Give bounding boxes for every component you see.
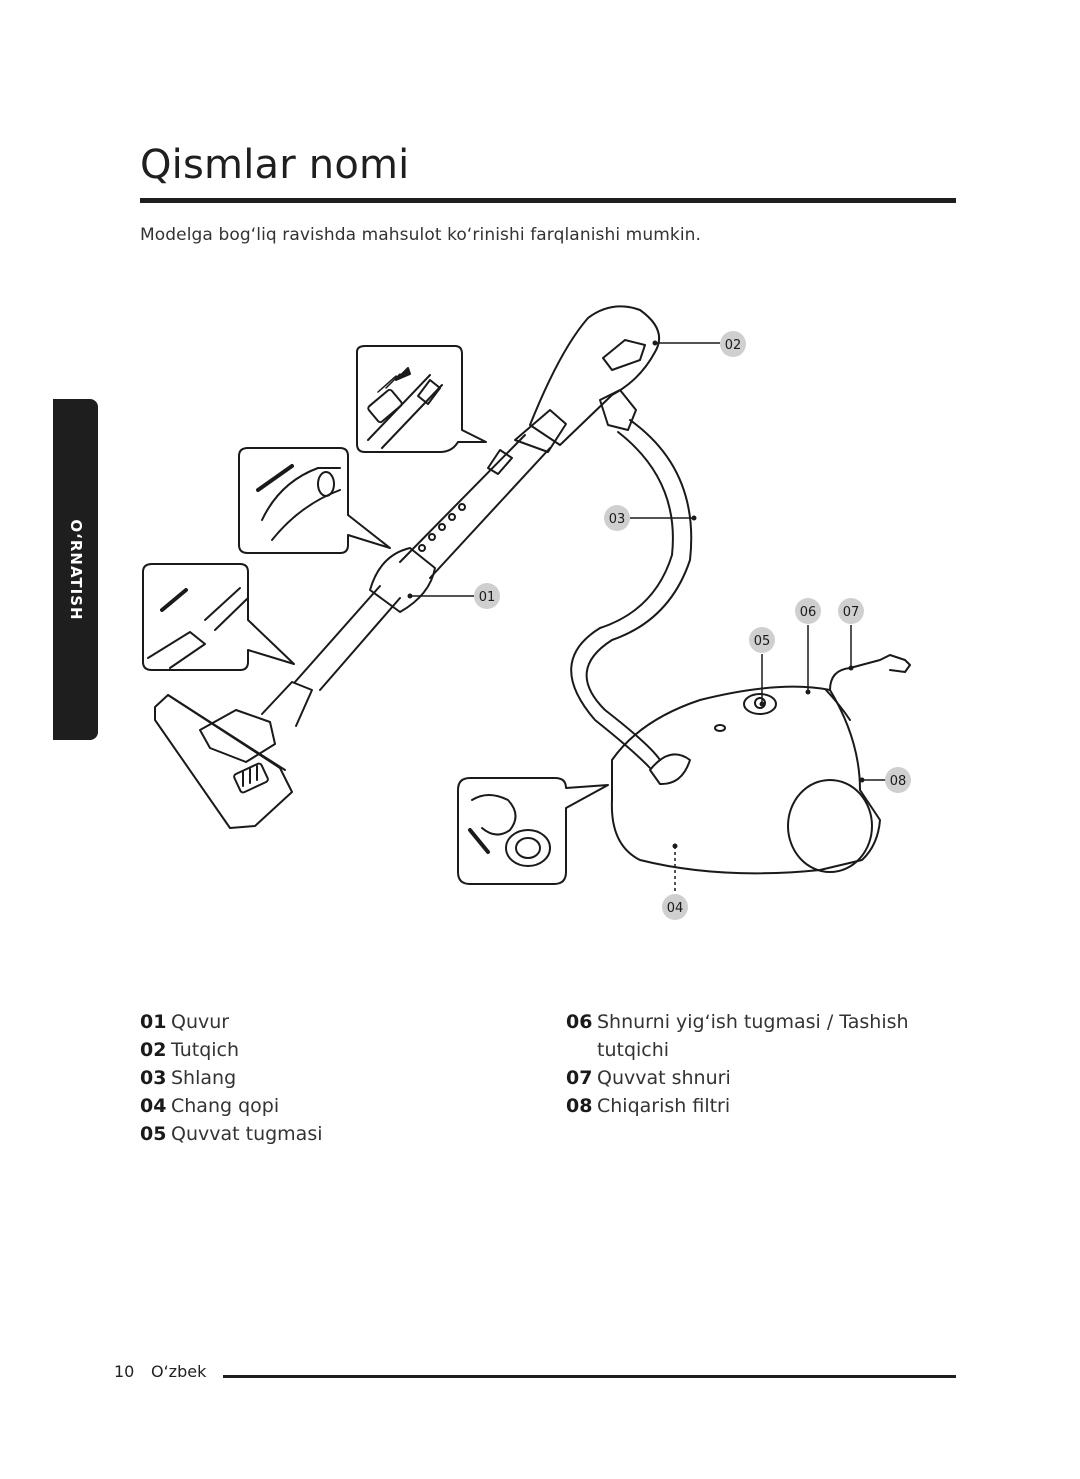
callout-06: 06 [795,598,821,624]
svg-text:02: 02 [725,338,742,353]
footer-language: O‘zbek [151,1362,207,1381]
legend-label: Shnurni yig‘ish tugmasi / Tashish tutqic… [597,1011,909,1061]
tube-illustration [294,409,567,691]
callout-02: 02 [720,331,746,357]
callout-05: 05 [749,627,775,653]
legend-number: 07 [566,1067,593,1089]
floor-brush-illustration [154,681,313,829]
footer-divider [223,1375,956,1378]
legend-item: 05 Quvvat tugmasi [140,1120,520,1148]
inset-tube-detail [238,447,391,554]
legend-number: 05 [140,1123,167,1145]
callout-01: 01 [474,583,500,609]
callout-04: 04 [662,894,688,920]
parts-legend-left: 01 Quvur 02 Tutqich 03 Shlang 04 Chang q… [140,1008,520,1148]
inset-handle-detail [356,345,487,453]
legend-label: Tutqich [171,1039,240,1061]
svg-text:06: 06 [800,605,817,620]
svg-text:07: 07 [843,605,860,620]
handle-illustration [529,305,660,446]
legend-item: 07 Quvvat shnuri [566,1064,956,1092]
vacuum-cleaner-diagram: 01 02 03 04 05 06 07 08 [142,305,911,920]
legend-item: 04 Chang qopi [140,1092,520,1120]
legend-label: Chiqarish filtri [597,1095,731,1117]
legend-item: 06 Shnurni yig‘ish tugmasi / Tashish tut… [566,1008,956,1064]
legend-label: Chang qopi [171,1095,280,1117]
svg-text:08: 08 [890,774,907,789]
legend-number: 04 [140,1095,167,1117]
svg-text:03: 03 [609,512,626,527]
svg-text:05: 05 [754,634,771,649]
legend-number: 02 [140,1039,167,1061]
legend-number: 01 [140,1011,167,1033]
legend-item: 01 Quvur [140,1008,520,1036]
parts-legend-right: 06 Shnurni yig‘ish tugmasi / Tashish tut… [566,1008,956,1120]
hose-illustration [570,419,693,769]
callout-03: 03 [604,505,630,531]
page-subtitle: Modelga bog‘liq ravishda mahsulot ko‘rin… [140,225,702,245]
title-divider [140,198,956,203]
svg-text:01: 01 [479,590,496,605]
callout-07: 07 [838,598,864,624]
page-title: Qismlar nomi [140,142,410,188]
legend-item: 08 Chiqarish filtri [566,1092,956,1120]
legend-label: Shlang [171,1067,237,1089]
legend-label: Quvvat tugmasi [171,1123,323,1145]
legend-number: 03 [140,1067,167,1089]
legend-number: 06 [566,1011,593,1033]
legend-label: Quvvat shnuri [597,1067,731,1089]
body-illustration [610,654,911,875]
callout-08: 08 [885,767,911,793]
legend-item: 03 Shlang [140,1064,520,1092]
legend-item: 02 Tutqich [140,1036,520,1064]
svg-text:04: 04 [667,901,684,916]
legend-label: Quvur [171,1011,230,1033]
inset-brush-detail [142,563,295,671]
inset-hose-connector-detail [457,777,609,885]
section-side-tab[interactable]: O‘RNATISH [53,399,98,740]
page-number: 10 [114,1362,135,1381]
legend-number: 08 [566,1095,593,1117]
